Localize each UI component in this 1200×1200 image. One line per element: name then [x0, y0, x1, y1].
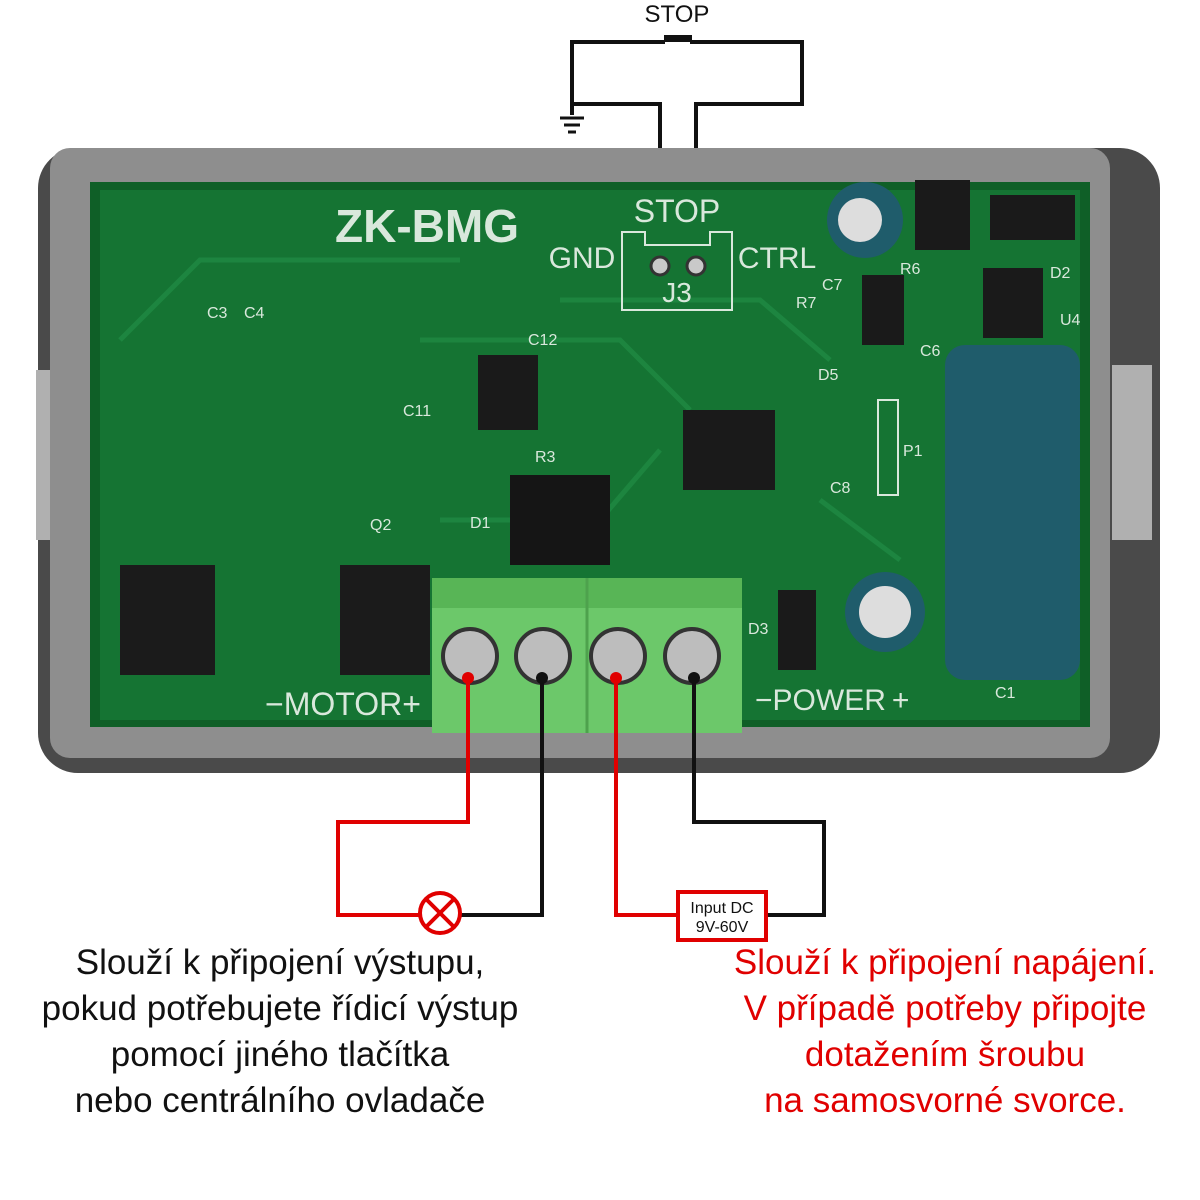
- label-q2: Q2: [370, 517, 391, 534]
- j3-ref-label: J3: [662, 277, 692, 308]
- motor-label: MOTOR: [284, 686, 403, 722]
- terminal-block: [432, 578, 742, 733]
- power-input-box: Input DC 9V-60V: [676, 890, 768, 942]
- label-d3: D3: [748, 621, 769, 638]
- label-r3: R3: [535, 449, 556, 466]
- power-label: POWER: [773, 684, 886, 717]
- ground-icon: [560, 116, 584, 134]
- caption-line: na samosvorné svorce.: [764, 1081, 1126, 1120]
- lamp-icon: [418, 891, 462, 935]
- caption-line: pokud potřebujete řídicí výstup: [41, 989, 519, 1028]
- input-voltage-label: 9V-60V: [696, 919, 749, 936]
- j3-ctrl-label: CTRL: [738, 242, 816, 275]
- label-c11: C11: [403, 403, 431, 420]
- push-button-icon: [664, 35, 692, 42]
- motor-plus-sign: +: [402, 686, 421, 722]
- caption-line: V případě potřeby připojte: [743, 989, 1147, 1028]
- label-d2: D2: [1050, 265, 1071, 282]
- j3-stop-label: STOP: [634, 193, 721, 229]
- caption-line: nebo centrálního ovladače: [74, 1081, 486, 1120]
- board-name: ZK-BMG: [335, 200, 519, 252]
- power-input-caption: Slouží k připojení napájení. V případě p…: [690, 940, 1200, 1124]
- motor-output-caption: Slouží k připojení výstupu, pokud potřeb…: [0, 940, 560, 1124]
- label-c8: C8: [830, 480, 851, 497]
- power-plus-sign: +: [892, 684, 910, 717]
- caption-line: Slouží k připojení výstupu,: [75, 943, 485, 982]
- caption-line: pomocí jiného tlačítka: [110, 1035, 450, 1074]
- electrolytic-capacitor-c1: [945, 345, 1080, 680]
- label-d1: D1: [470, 515, 491, 532]
- motor-minus-sign: −: [265, 686, 284, 722]
- j3-connector: STOP GND CTRL J3: [549, 193, 816, 311]
- label-c4: C4: [244, 305, 265, 322]
- stop-switch-label: STOP: [645, 1, 710, 28]
- label-u4: U4: [1060, 312, 1081, 329]
- input-dc-label: Input DC: [690, 900, 753, 917]
- svg-text:−POWER+: −POWER+: [755, 684, 909, 717]
- label-r6: R6: [900, 261, 921, 278]
- label-p1: P1: [903, 443, 923, 460]
- label-c3: C3: [207, 305, 228, 322]
- caption-line: dotažením šroubu: [804, 1035, 1086, 1074]
- j3-gnd-label: GND: [549, 242, 616, 275]
- svg-text:−MOTOR+: −MOTOR+: [265, 686, 421, 722]
- caption-line: Slouží k připojení napájení.: [733, 943, 1157, 982]
- power-minus-sign: −: [755, 684, 773, 717]
- components: [120, 180, 1080, 680]
- label-c12: C12: [528, 332, 557, 349]
- label-d5: D5: [818, 367, 839, 384]
- label-r7: R7: [796, 295, 817, 312]
- label-c6: C6: [920, 343, 941, 360]
- label-c7: C7: [822, 277, 843, 294]
- label-c1: C1: [995, 685, 1016, 702]
- wires: [336, 678, 826, 917]
